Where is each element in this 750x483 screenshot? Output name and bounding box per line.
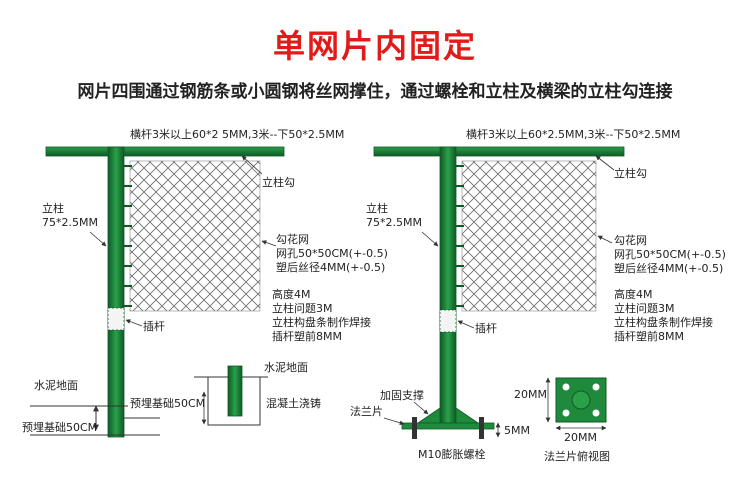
left-spec-3: 立柱构盘条制作焊接 xyxy=(272,315,371,329)
right-mesh-name: 勾花网 xyxy=(614,234,647,247)
flange-20v-label: 20MM xyxy=(514,388,547,401)
left-mesh-arrow xyxy=(261,240,277,247)
right-spec-2: 立柱问题3M xyxy=(614,301,675,315)
flange-top-view: 20MM 20MM 法兰片俯视图 xyxy=(514,377,610,463)
left-hook-arrow xyxy=(241,155,263,175)
left-hooks xyxy=(124,165,132,307)
left-inset: 水泥地面 混凝土浇铸 xyxy=(194,361,321,426)
left-post-name: 立柱 xyxy=(42,201,64,215)
right-flange-plate xyxy=(401,422,495,430)
right-crossbar-label: 横杆3米以上60*2.5MM,3米--下50*2.5MM xyxy=(466,127,680,141)
right-spec-1: 高度4M xyxy=(614,287,653,301)
right-post-arrow xyxy=(421,231,439,247)
right-post-size: 75*2.5MM xyxy=(366,216,422,229)
flange-hole-4 xyxy=(592,409,600,417)
right-mesh-hole: 网孔50*50CM(+-0.5) xyxy=(614,248,726,261)
left-post-size: 75*2.5MM xyxy=(42,216,98,229)
right-insert-arrow xyxy=(457,320,475,329)
right-spec-4: 插杆塑前8MM xyxy=(614,329,684,343)
page-subtitle: 网片四围通过钢筋条或小圆钢将丝网撑住，通过螺栓和立柱及横梁的立柱勾连接 xyxy=(77,82,673,102)
right-insert-rod xyxy=(439,309,457,333)
flange-hole-2 xyxy=(592,383,600,391)
left-insert-arrow xyxy=(125,319,143,327)
left-mesh-wire: 塑后丝径4MM(+-0.5) xyxy=(276,260,385,274)
right-spec-3: 立柱构盘条制作焊接 xyxy=(614,315,713,329)
left-crossbar-label: 横杆3米以上60*2 5MM,3米--下50*2.5MM xyxy=(130,127,344,141)
left-mesh-hole: 网孔50*50CM(+-0.5) xyxy=(276,247,388,260)
left-insert-rod xyxy=(107,307,125,331)
left-crossbar xyxy=(45,146,285,157)
right-insert-label: 插杆 xyxy=(475,321,497,335)
right-flange-label: 法兰片 xyxy=(350,404,383,418)
flange-view-label: 法兰片俯视图 xyxy=(544,449,610,463)
left-mesh xyxy=(129,160,261,312)
left-foundation-1: 预埋基础50CM xyxy=(130,397,205,410)
left-figure: 横杆3米以上60*2 5MM,3米--下50*2.5MM 立柱勾 立柱 75*2… xyxy=(22,127,388,438)
right-crossbar xyxy=(373,146,625,157)
right-post-name: 立柱 xyxy=(366,201,388,215)
right-brace-left xyxy=(416,407,441,424)
right-figure: 横杆3米以上60*2.5MM,3米--下50*2.5MM 立柱勾 立柱 75*2… xyxy=(350,127,726,463)
right-post xyxy=(439,146,457,424)
right-bolt-label: M10膨胀螺栓 xyxy=(418,447,486,461)
right-brace-label: 加固支撑 xyxy=(380,388,424,402)
page-title: 单网片内固定 xyxy=(272,27,477,65)
right-mesh xyxy=(461,160,597,312)
right-brace-right xyxy=(455,407,480,424)
right-hook-arrow xyxy=(595,155,615,171)
flange-hole-1 xyxy=(562,383,570,391)
right-bolt-right xyxy=(479,417,484,439)
inset-post xyxy=(227,365,243,417)
right-hooks xyxy=(456,165,464,307)
left-spec-4: 插杆塑前8MM xyxy=(272,329,342,343)
right-mesh-arrow xyxy=(597,235,613,244)
left-post xyxy=(107,146,125,438)
right-flange-arrow xyxy=(383,417,405,426)
right-bolt-left xyxy=(412,417,417,439)
left-hook-label: 立柱勾 xyxy=(262,175,295,189)
flange-hole-3 xyxy=(562,409,570,417)
inset-ground-label: 水泥地面 xyxy=(264,361,308,374)
left-foundation-2: 预埋基础50CM xyxy=(22,421,97,434)
left-ground-label: 水泥地面 xyxy=(34,379,78,392)
left-mesh-name: 勾花网 xyxy=(276,233,309,246)
right-brace-arrow xyxy=(413,401,429,415)
left-spec-1: 高度4M xyxy=(272,287,311,301)
right-mesh-wire: 塑后丝径4MM(+-0.5) xyxy=(614,261,723,275)
inset-concrete-label: 混凝土浇铸 xyxy=(266,396,321,410)
right-5mm-label: 5MM xyxy=(504,424,530,437)
left-insert-label: 插杆 xyxy=(143,319,165,333)
flange-20h-label: 20MM xyxy=(564,431,597,444)
flange-center-post xyxy=(571,390,591,410)
right-hook-label: 立柱勾 xyxy=(614,166,647,180)
left-post-arrow xyxy=(89,231,107,247)
left-spec-2: 立柱问题3M xyxy=(272,301,333,315)
